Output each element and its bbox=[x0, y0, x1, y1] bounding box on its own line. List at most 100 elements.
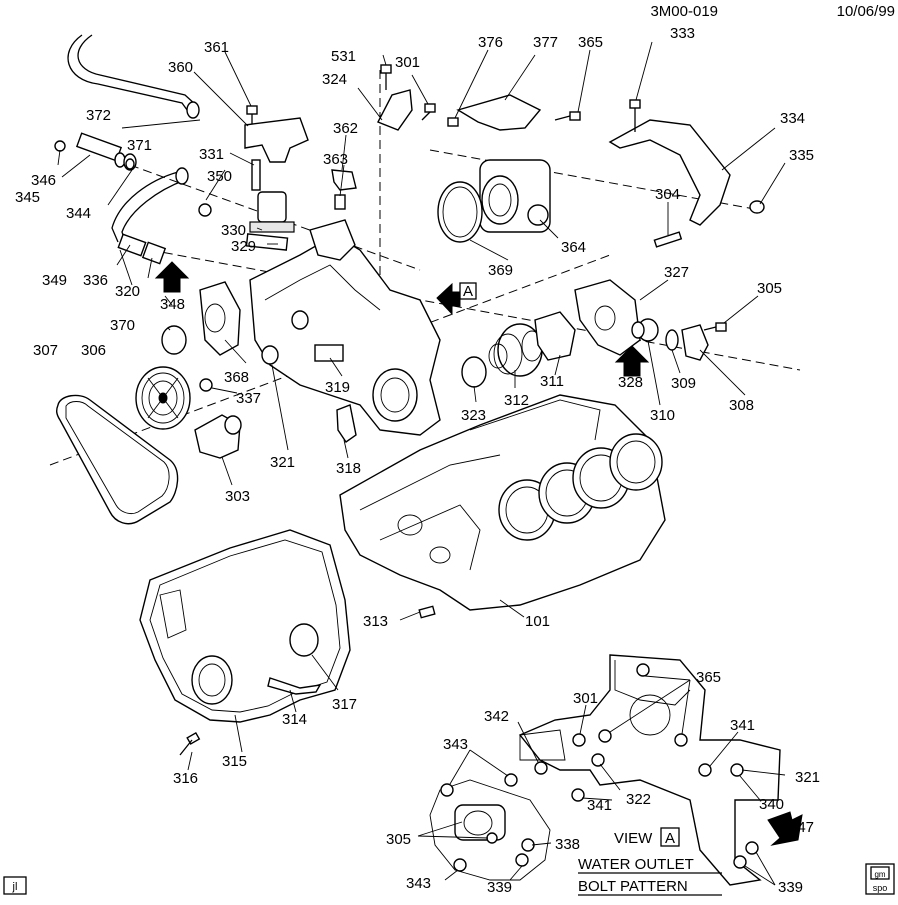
callout-310: 310 bbox=[650, 407, 675, 424]
view-a-reference: A bbox=[436, 282, 477, 316]
fittings-left bbox=[54, 132, 167, 265]
view-letter: A bbox=[665, 830, 675, 847]
gm-spo-logo: gm spo bbox=[865, 863, 895, 895]
thermostat-310 bbox=[631, 318, 659, 342]
callout-337: 337 bbox=[236, 390, 261, 407]
callout-323: 323 bbox=[461, 407, 486, 424]
callout-303: 303 bbox=[225, 488, 250, 505]
inset-title-line1: WATER OUTLET bbox=[578, 856, 694, 873]
callout-349: 349 bbox=[42, 272, 67, 289]
callout-339-left: 339 bbox=[487, 879, 512, 896]
callout-365-top: 365 bbox=[578, 34, 603, 51]
bracket-334 bbox=[608, 119, 731, 226]
logo-gm: gm bbox=[874, 870, 885, 879]
callout-343-bottom: 343 bbox=[406, 875, 431, 892]
sensor-362 bbox=[331, 169, 357, 191]
callout-360: 360 bbox=[168, 59, 193, 76]
callout-362: 362 bbox=[333, 120, 358, 137]
callout-368: 368 bbox=[224, 369, 249, 386]
callout-343-top: 343 bbox=[443, 736, 468, 753]
callout-321-inset: 321 bbox=[795, 769, 820, 786]
callout-347: 347 bbox=[789, 819, 814, 836]
callout-318: 318 bbox=[336, 460, 361, 477]
callout-336: 336 bbox=[83, 272, 108, 289]
hose-372 bbox=[67, 34, 200, 119]
callout-315: 315 bbox=[222, 753, 247, 770]
plug-337 bbox=[199, 378, 213, 392]
callout-531: 531 bbox=[331, 48, 356, 65]
callout-311: 311 bbox=[540, 373, 564, 390]
callout-321-main: 321 bbox=[270, 454, 295, 471]
gasket-311 bbox=[534, 311, 576, 361]
callout-333: 333 bbox=[670, 25, 695, 42]
callout-331: 331 bbox=[199, 146, 224, 163]
throttle-gasket-369 bbox=[437, 181, 483, 243]
stud-304 bbox=[653, 231, 683, 248]
callout-339-right: 339 bbox=[778, 879, 803, 896]
inset-title-line2: BOLT PATTERN bbox=[578, 878, 688, 895]
callout-344: 344 bbox=[66, 205, 91, 222]
callout-324: 324 bbox=[322, 71, 347, 88]
bracket-377 bbox=[456, 94, 542, 131]
view-label: VIEW bbox=[614, 830, 653, 847]
egr-valve-330 bbox=[245, 191, 295, 251]
callout-364: 364 bbox=[561, 239, 586, 256]
callout-335: 335 bbox=[789, 147, 814, 164]
water-pump-312 bbox=[488, 323, 543, 377]
callout-340: 340 bbox=[759, 796, 784, 813]
callout-369: 369 bbox=[488, 262, 513, 279]
callout-371: 371 bbox=[127, 137, 152, 154]
callout-334: 334 bbox=[780, 110, 805, 127]
direction-arrow-348 bbox=[154, 261, 190, 293]
nut-335 bbox=[749, 200, 765, 214]
callout-365-inset: 365 bbox=[696, 669, 721, 686]
front-cover-315 bbox=[139, 529, 351, 723]
coolant-crossover-321 bbox=[249, 219, 441, 436]
corner-mark-jl: jl bbox=[12, 881, 18, 893]
callout-345: 345 bbox=[15, 189, 40, 206]
callout-328: 328 bbox=[618, 374, 643, 391]
callout-341-right: 341 bbox=[730, 717, 755, 734]
bracket-360 bbox=[244, 117, 309, 163]
callout-312: 312 bbox=[504, 392, 529, 409]
callout-372: 372 bbox=[86, 107, 111, 124]
callout-320: 320 bbox=[115, 283, 140, 300]
callout-348: 348 bbox=[160, 296, 185, 313]
callout-309: 309 bbox=[671, 375, 696, 392]
inset-bolt-pattern bbox=[429, 654, 781, 886]
o-ring-323 bbox=[461, 356, 487, 388]
callout-304: 304 bbox=[655, 186, 680, 203]
callout-301-top: 301 bbox=[395, 54, 420, 71]
callout-301-inset: 301 bbox=[573, 690, 598, 707]
dowel-313 bbox=[418, 605, 436, 619]
callout-341-left: 341 bbox=[587, 797, 612, 814]
direction-arrow-347 bbox=[767, 811, 803, 846]
seal-317 bbox=[289, 623, 319, 657]
callout-342: 342 bbox=[484, 708, 509, 725]
callout-338: 338 bbox=[555, 836, 580, 853]
drawing-date: 10/06/99 bbox=[837, 3, 895, 20]
drawing-id: 3M00-019 bbox=[650, 3, 718, 20]
drive-belt-307 bbox=[55, 394, 179, 525]
seal-309 bbox=[665, 329, 679, 351]
callout-329: 329 bbox=[231, 238, 256, 255]
callout-labels: 361 360 372 371 331 350 330 329 531 324 … bbox=[15, 25, 820, 896]
corner-mark-left: jl bbox=[3, 876, 27, 895]
engine-block-101 bbox=[339, 394, 666, 611]
bracket-324 bbox=[377, 89, 413, 131]
hose-349 bbox=[111, 167, 189, 245]
callout-350: 350 bbox=[207, 168, 232, 185]
tensioner-303 bbox=[194, 414, 242, 459]
callout-307: 307 bbox=[33, 342, 58, 359]
callout-363: 363 bbox=[323, 151, 348, 168]
inset-title-block: VIEW A WATER OUTLET BOLT PATTERN bbox=[578, 827, 722, 896]
callout-377: 377 bbox=[533, 34, 558, 51]
direction-arrow-328 bbox=[614, 345, 650, 377]
gasket-318 bbox=[336, 404, 357, 443]
callout-370: 370 bbox=[110, 317, 135, 334]
logo-spo: spo bbox=[873, 883, 888, 893]
callout-316: 316 bbox=[173, 770, 198, 787]
callout-305-inset: 305 bbox=[386, 831, 411, 848]
